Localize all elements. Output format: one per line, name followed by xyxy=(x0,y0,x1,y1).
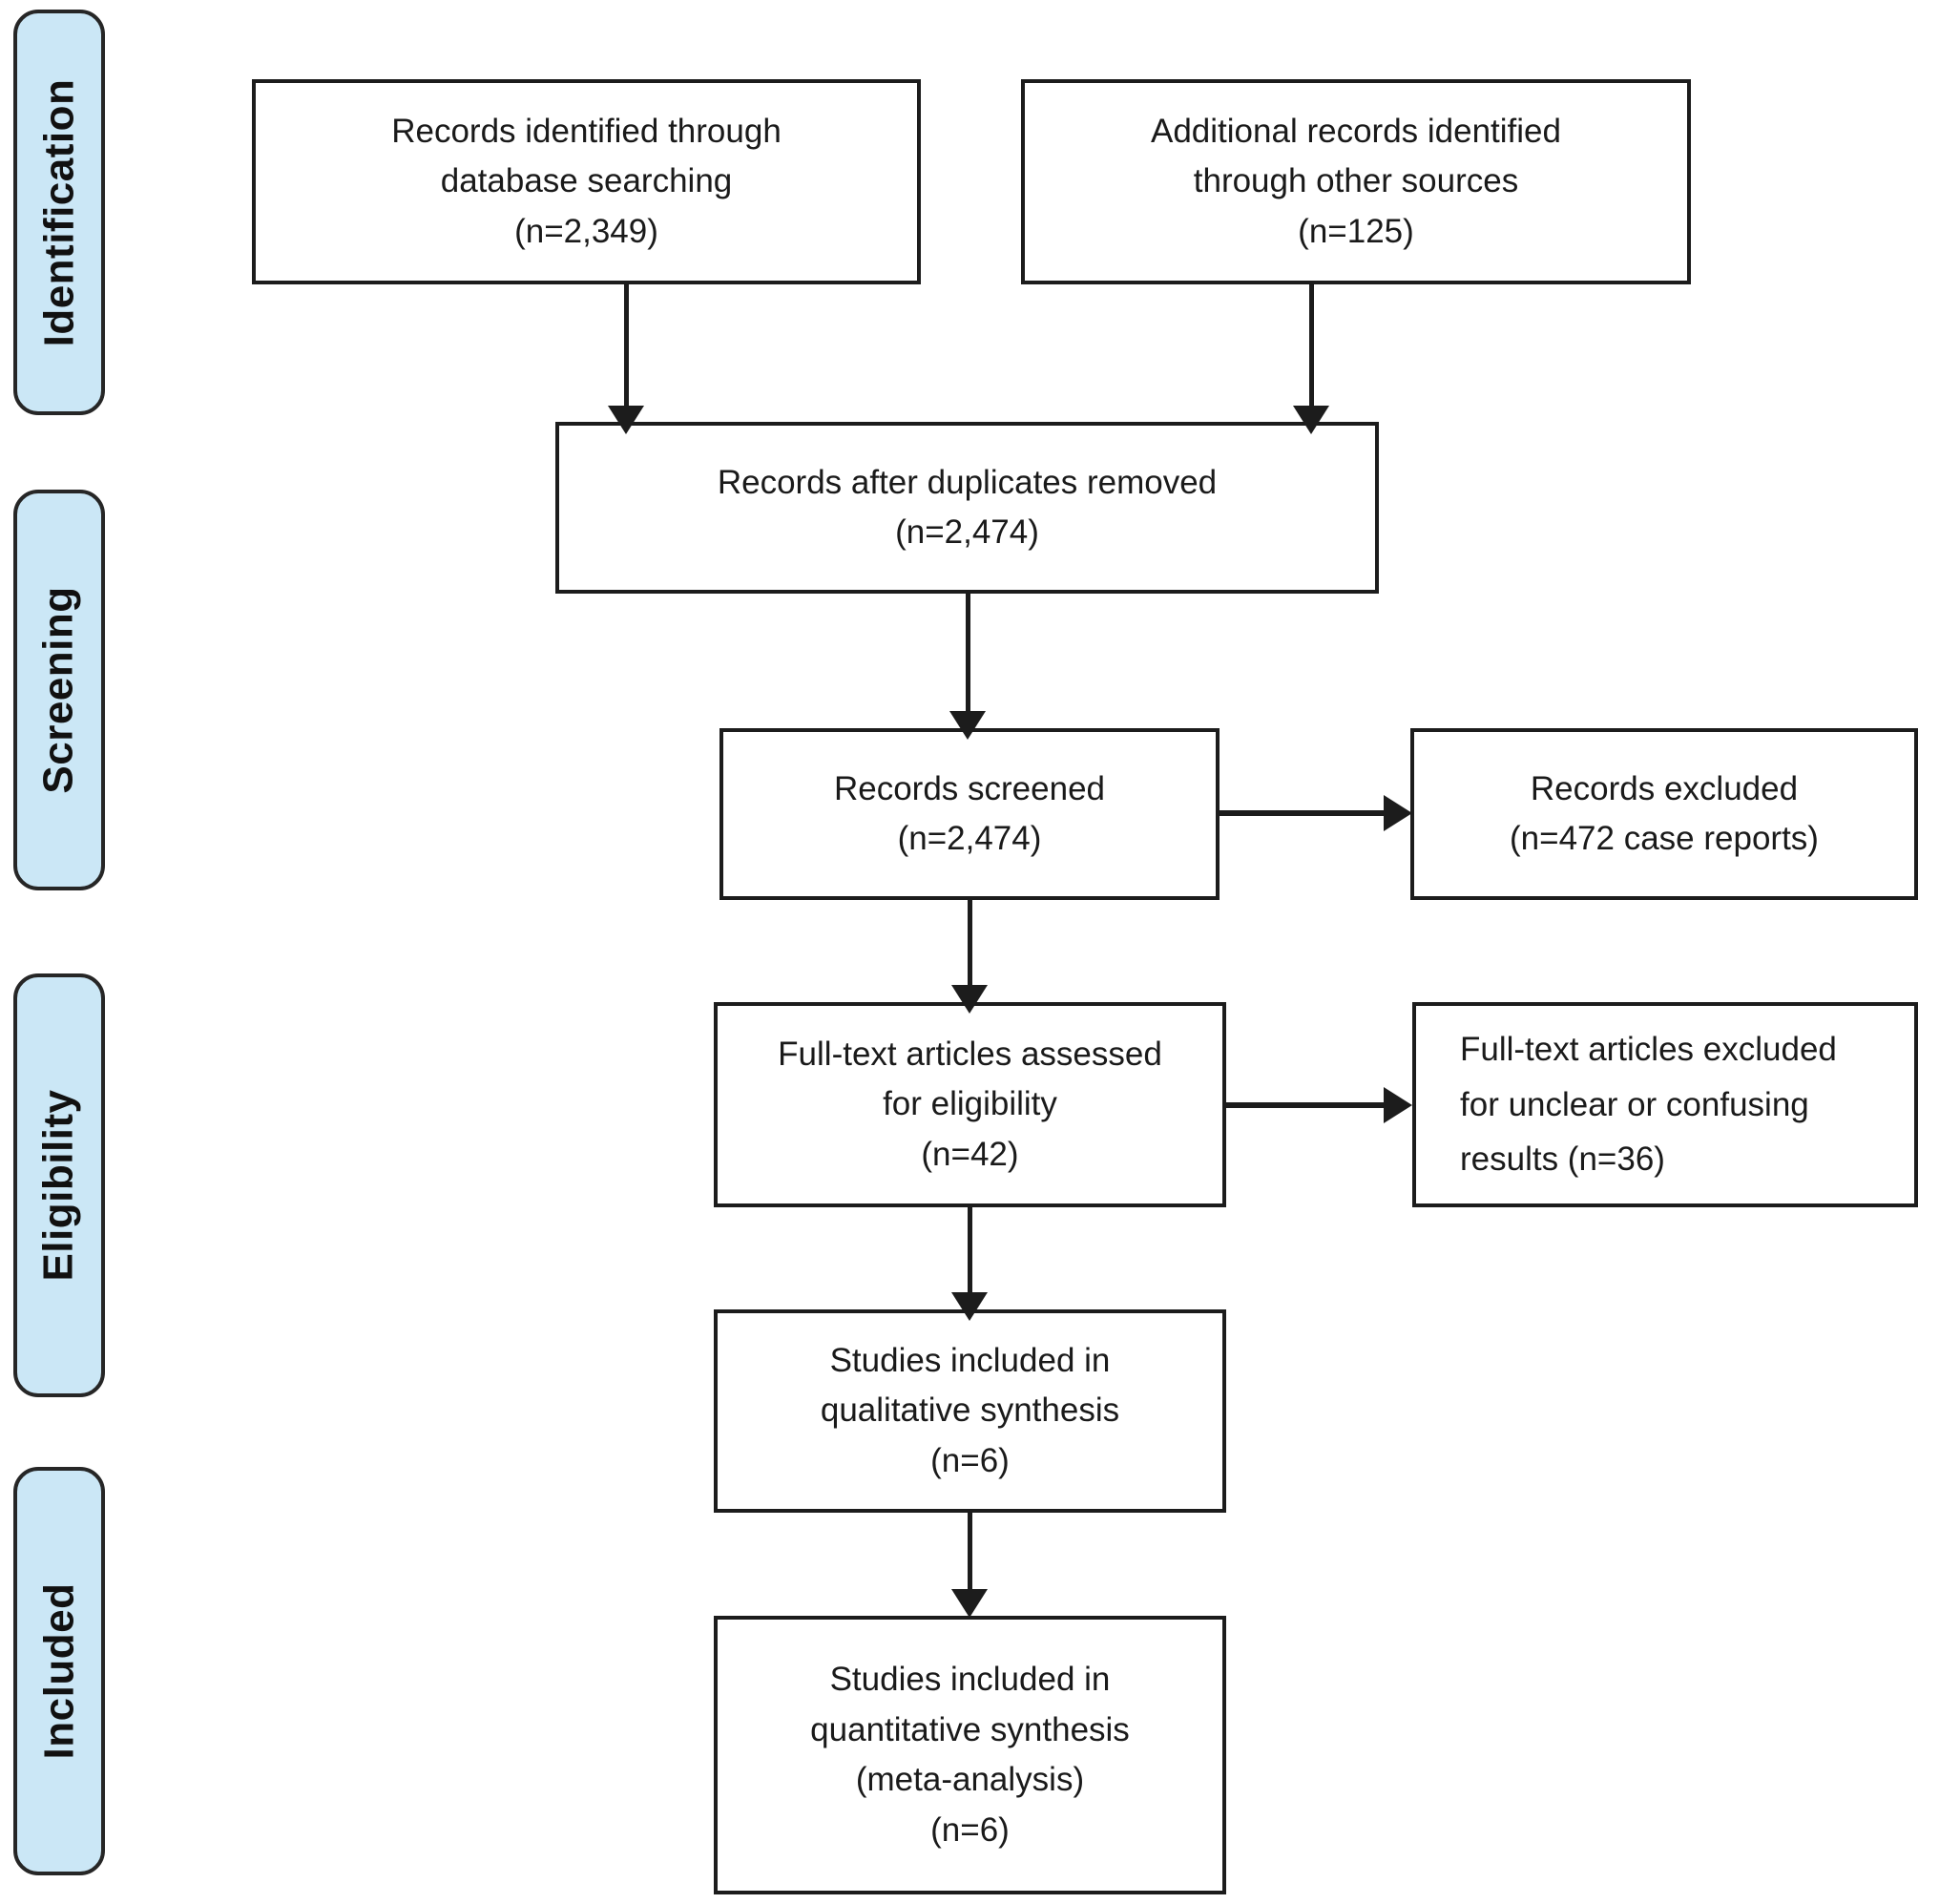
arrowhead-down-icon xyxy=(951,985,988,1014)
box-records-excluded: Records excluded (n=472 case reports) xyxy=(1410,728,1918,900)
box-records-excluded-text: Records excluded (n=472 case reports) xyxy=(1510,769,1819,858)
box-records-screened: Records screened (n=2,474) xyxy=(719,728,1220,900)
arrowhead-down-icon xyxy=(608,406,644,434)
arrowhead-right-icon xyxy=(1384,795,1412,831)
arrowhead-down-icon xyxy=(951,1589,988,1618)
stage-label-eligibility: Eligibility xyxy=(13,973,105,1397)
arrow-stem xyxy=(968,898,972,987)
arrowhead-down-icon xyxy=(951,1292,988,1321)
arrow-stem xyxy=(1218,810,1386,816)
arrow-stem xyxy=(968,1511,972,1591)
box-records-identified: Records identified through database sear… xyxy=(252,79,921,284)
arrowhead-down-icon xyxy=(1293,406,1329,434)
arrow-stem xyxy=(624,282,629,408)
stage-label-screening-text: Screening xyxy=(35,586,82,794)
stage-label-eligibility-text: Eligibility xyxy=(35,1089,83,1282)
box-additional-records-text: Additional records identified through ot… xyxy=(1151,112,1561,250)
box-duplicates-removed: Records after duplicates removed (n=2,47… xyxy=(555,422,1379,594)
box-duplicates-removed-text: Records after duplicates removed (n=2,47… xyxy=(717,463,1218,552)
stage-label-included: Included xyxy=(13,1467,105,1875)
arrowhead-down-icon xyxy=(949,711,986,740)
arrow-stem xyxy=(968,1205,972,1294)
stage-label-screening: Screening xyxy=(13,490,105,890)
stage-label-identification-text: Identification xyxy=(35,78,82,346)
box-qualitative-synthesis-text: Studies included in qualitative synthesi… xyxy=(820,1341,1120,1479)
arrow-stem xyxy=(1309,282,1314,408)
arrow-stem xyxy=(966,592,970,713)
arrow-stem xyxy=(1224,1102,1386,1108)
arrowhead-right-icon xyxy=(1384,1087,1412,1123)
box-fulltext-excluded: Full-text articles excluded for unclear … xyxy=(1412,1002,1918,1207)
box-quantitative-synthesis-text: Studies included in quantitative synthes… xyxy=(810,1661,1130,1849)
stage-label-included-text: Included xyxy=(35,1582,82,1760)
box-fulltext-assessed: Full-text articles assessed for eligibil… xyxy=(714,1002,1226,1207)
stage-label-identification: Identification xyxy=(13,10,105,415)
box-fulltext-excluded-text: Full-text articles excluded for unclear … xyxy=(1460,1030,1837,1179)
box-records-identified-text: Records identified through database sear… xyxy=(391,112,782,250)
box-additional-records: Additional records identified through ot… xyxy=(1021,79,1691,284)
box-fulltext-assessed-text: Full-text articles assessed for eligibil… xyxy=(778,1035,1162,1173)
box-qualitative-synthesis: Studies included in qualitative synthesi… xyxy=(714,1309,1226,1513)
box-quantitative-synthesis: Studies included in quantitative synthes… xyxy=(714,1616,1226,1894)
box-records-screened-text: Records screened (n=2,474) xyxy=(833,769,1106,858)
